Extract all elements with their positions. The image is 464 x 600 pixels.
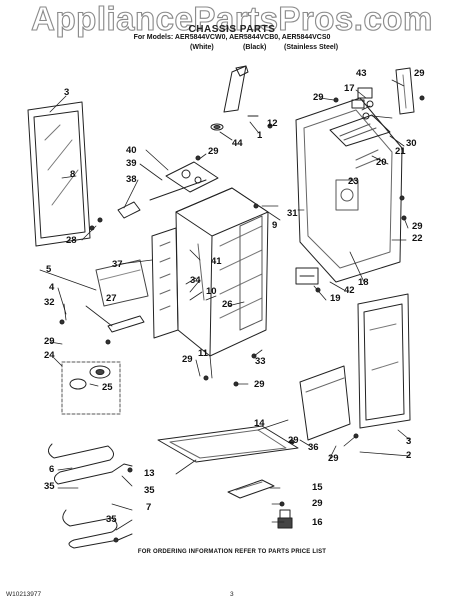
oven-cavity bbox=[151, 187, 269, 357]
callout-29-mid: 29 bbox=[182, 354, 193, 365]
ordering-note: FOR ORDERING INFORMATION REFER TO PARTS … bbox=[137, 549, 327, 555]
page-number: 3 bbox=[230, 591, 234, 598]
callout-35-bottom: 35 bbox=[106, 514, 117, 525]
callout-1: 1 bbox=[257, 130, 263, 141]
callout-29-r2: 29 bbox=[313, 92, 324, 103]
callout-38: 38 bbox=[126, 174, 137, 185]
callout-3-right: 3 bbox=[406, 436, 412, 447]
callout-33: 33 bbox=[255, 356, 266, 367]
leg-bracket bbox=[107, 315, 145, 333]
callout-25: 25 bbox=[102, 382, 113, 393]
vent-duct bbox=[210, 65, 259, 131]
variant-white: (White) bbox=[190, 44, 214, 51]
callout-20: 20 bbox=[376, 157, 387, 168]
diagram-title: CHASSIS PARTS bbox=[188, 24, 276, 35]
callout-29-left: 29 bbox=[44, 336, 55, 347]
callout-13: 13 bbox=[144, 468, 155, 479]
right-side-panel bbox=[357, 293, 411, 429]
callout-19: 19 bbox=[330, 293, 341, 304]
callout-30: 30 bbox=[406, 138, 417, 149]
callout-24: 24 bbox=[44, 350, 55, 361]
left-side-panel bbox=[27, 101, 91, 247]
callout-22: 22 bbox=[412, 233, 423, 244]
watermark: AppliancePartsPros.com bbox=[31, 0, 433, 38]
igniter-assembly bbox=[227, 479, 293, 529]
callout-37: 37 bbox=[112, 259, 123, 270]
callout-10: 10 bbox=[206, 286, 217, 297]
callout-12: 12 bbox=[267, 118, 278, 129]
rear-panel bbox=[295, 87, 403, 283]
document-number: W10213977 bbox=[6, 591, 42, 598]
screws bbox=[59, 95, 425, 543]
callout-35-mid: 35 bbox=[144, 485, 155, 496]
callout-8: 8 bbox=[70, 169, 76, 180]
callout-29-right: 29 bbox=[328, 453, 339, 464]
callout-29-mid2: 29 bbox=[254, 379, 265, 390]
callout-29-r3: 29 bbox=[412, 221, 423, 232]
callout-29-pan: 29 bbox=[288, 435, 299, 446]
lower-back-panel bbox=[299, 365, 351, 441]
callout-3: 3 bbox=[64, 87, 70, 98]
variant-labels: (White) (Black) (Stainless Steel) bbox=[0, 44, 464, 54]
callout-6: 6 bbox=[49, 464, 55, 475]
variant-black: (Black) bbox=[243, 44, 267, 51]
callout-15: 15 bbox=[312, 482, 323, 493]
models-line: For Models: AER5844VCW0, AER5844VCB0, AE… bbox=[133, 34, 331, 41]
bottom-pan bbox=[157, 425, 299, 463]
callout-21: 21 bbox=[395, 146, 406, 157]
callout-23: 23 bbox=[348, 176, 359, 187]
terminal-block bbox=[295, 267, 319, 285]
variant-stainless: (Stainless Steel) bbox=[284, 44, 339, 51]
callout-31: 31 bbox=[287, 208, 298, 219]
callout-39: 39 bbox=[126, 158, 137, 169]
callout-29-top: 29 bbox=[208, 146, 219, 157]
callout-7: 7 bbox=[146, 502, 152, 513]
callout-44: 44 bbox=[232, 138, 243, 149]
callout-14: 14 bbox=[254, 418, 265, 429]
callout-11: 11 bbox=[198, 348, 209, 359]
callout-34: 34 bbox=[190, 275, 201, 286]
callout-16: 16 bbox=[312, 517, 323, 528]
broil-element bbox=[62, 509, 133, 549]
harness-bracket bbox=[117, 161, 219, 219]
callout-35-left: 35 bbox=[44, 481, 55, 492]
leader-lines bbox=[39, 79, 411, 531]
callout-26: 26 bbox=[222, 299, 233, 310]
callout-29-bottom: 29 bbox=[312, 498, 323, 509]
callout-36: 36 bbox=[308, 442, 319, 453]
callout-9: 9 bbox=[272, 220, 278, 231]
callout-41: 41 bbox=[211, 256, 222, 267]
callout-18: 18 bbox=[358, 277, 369, 288]
callout-32: 32 bbox=[44, 297, 55, 308]
callout-29-rtop: 29 bbox=[414, 68, 425, 79]
callout-27: 27 bbox=[106, 293, 117, 304]
vent-trim bbox=[395, 67, 415, 115]
callout-4: 4 bbox=[49, 282, 55, 293]
callout-43: 43 bbox=[356, 68, 367, 79]
callout-2: 2 bbox=[406, 450, 412, 461]
callout-40: 40 bbox=[126, 145, 137, 156]
bake-element bbox=[48, 443, 133, 485]
knob-assembly bbox=[61, 361, 121, 415]
callout-17: 17 bbox=[344, 83, 355, 94]
callout-5: 5 bbox=[46, 264, 52, 275]
callout-28: 28 bbox=[66, 235, 77, 246]
callout-42: 42 bbox=[344, 285, 355, 296]
